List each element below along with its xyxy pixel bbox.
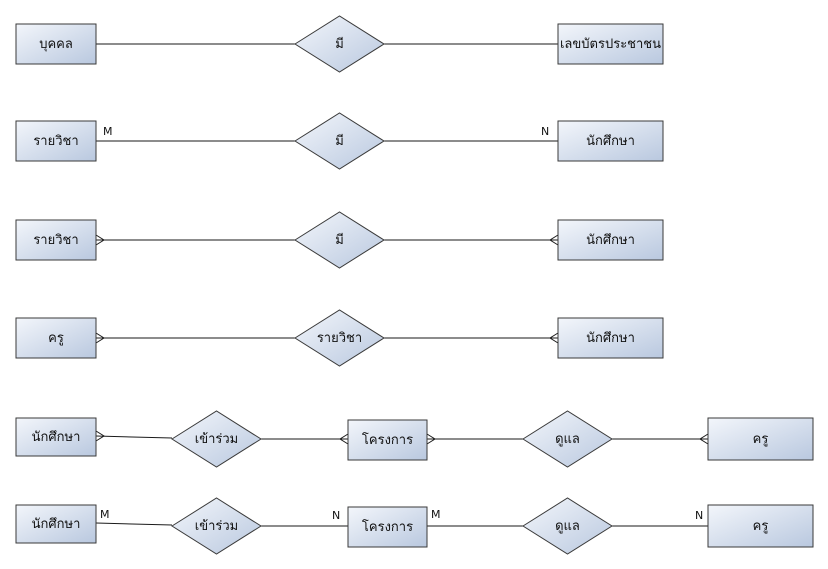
entity-box[interactable] xyxy=(15,504,97,544)
entity-box[interactable] xyxy=(15,417,97,457)
relationship-diamond[interactable] xyxy=(294,211,385,269)
relationship-label: เข้าร่วม xyxy=(195,432,238,447)
row-6: นักศึกษา M เข้าร่วม N โครงการ M ดูแล N ค… xyxy=(15,497,814,555)
connector-line xyxy=(95,435,173,439)
relationship-label: มี xyxy=(335,133,344,149)
relationship-label: ดูแล xyxy=(555,432,580,447)
row-2: รายวิชา M มี N นักศึกษา xyxy=(15,112,664,170)
relationship-diamond[interactable] xyxy=(522,497,613,555)
relationship-diamond[interactable] xyxy=(171,410,262,468)
entity-box[interactable] xyxy=(15,219,97,261)
crowfoot-marker xyxy=(549,332,559,344)
entity-box[interactable] xyxy=(15,317,97,359)
cardinality-label: N xyxy=(541,125,549,138)
crowfoot-marker xyxy=(339,433,349,445)
cardinality-label: M xyxy=(100,508,110,521)
crowfoot-marker xyxy=(699,433,709,445)
entity-label: โครงการ xyxy=(362,432,413,448)
entity-box[interactable] xyxy=(557,317,664,359)
crowfoot-marker xyxy=(95,234,105,246)
entity-label: นักศึกษา xyxy=(586,331,635,346)
relationship-label: มี xyxy=(335,232,344,248)
entity-box[interactable] xyxy=(557,23,664,65)
entity-box[interactable] xyxy=(707,504,814,548)
entity-label: รายวิชา xyxy=(33,233,78,248)
entity-label: ครู xyxy=(753,432,769,447)
entity-label: เลขบัตรประชาชน xyxy=(560,37,661,52)
relationship-diamond[interactable] xyxy=(171,497,262,555)
entity-box[interactable] xyxy=(557,120,664,162)
entity-box[interactable] xyxy=(15,23,97,65)
crowfoot-marker xyxy=(95,332,105,344)
entity-label: นักศึกษา xyxy=(586,233,635,248)
relationship-label: รายวิชา xyxy=(317,331,362,346)
relationship-diamond[interactable] xyxy=(294,309,385,367)
relationship-label: เข้าร่วม xyxy=(195,519,238,534)
crowfoot-marker xyxy=(549,234,559,246)
entity-box[interactable] xyxy=(707,417,814,461)
entity-box[interactable] xyxy=(347,419,428,461)
row-5: นักศึกษา เข้าร่วม โครงการ ดูแล ครู xyxy=(15,410,814,468)
relationship-diamond[interactable] xyxy=(294,15,385,73)
entity-label: ครู xyxy=(753,519,769,534)
entity-box[interactable] xyxy=(557,219,664,261)
crowfoot-marker xyxy=(95,430,105,442)
entity-label: รายวิชา xyxy=(33,134,78,149)
crowfoot-marker xyxy=(426,433,436,445)
row-4: ครู รายวิชา นักศึกษา xyxy=(15,309,664,367)
relationship-diamond[interactable] xyxy=(522,410,613,468)
entity-label: บุคคล xyxy=(39,37,73,52)
entity-label: โครงการ xyxy=(362,519,413,535)
entity-label: นักศึกษา xyxy=(32,430,81,445)
relationship-diamond[interactable] xyxy=(294,112,385,170)
cardinality-label: M xyxy=(103,125,113,138)
cardinality-label: N xyxy=(695,509,703,522)
entity-box[interactable] xyxy=(15,120,97,162)
entity-label: นักศึกษา xyxy=(32,517,81,532)
connector-line xyxy=(95,522,173,526)
row-1: บุคคล มี เลขบัตรประชาชน xyxy=(15,15,664,73)
cardinality-label: N xyxy=(332,509,340,522)
entity-box[interactable] xyxy=(347,506,428,548)
row-3: รายวิชา มี นักศึกษา xyxy=(15,211,664,269)
cardinality-label: M xyxy=(431,508,441,521)
entity-label: นักศึกษา xyxy=(586,134,635,149)
relationship-label: ดูแล xyxy=(555,519,580,534)
entity-label: ครู xyxy=(48,331,64,346)
relationship-label: มี xyxy=(335,36,344,52)
